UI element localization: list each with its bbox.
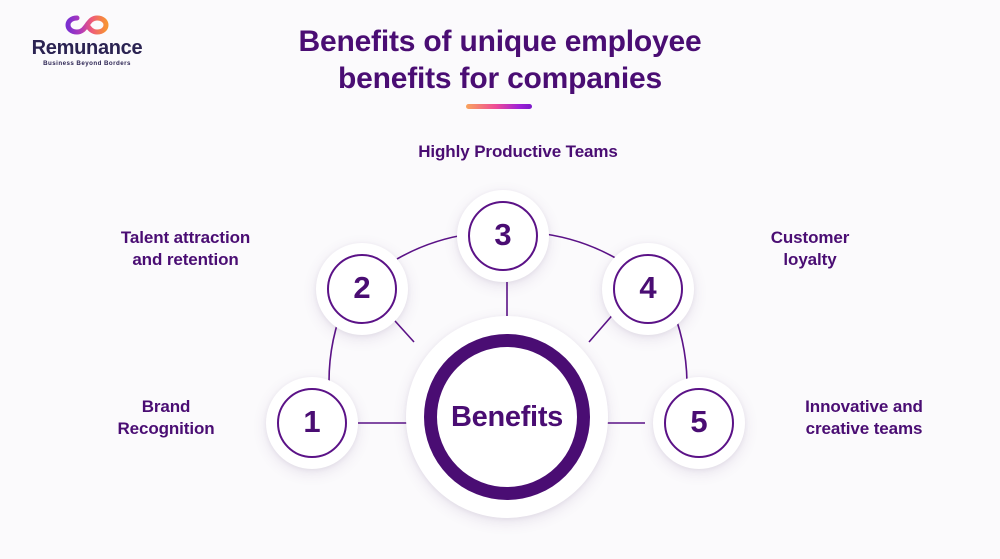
diagram-label-3: Highly Productive Teams <box>368 141 668 163</box>
brand-tagline: Business Beyond Borders <box>43 59 131 68</box>
diagram-label-1: Brand Recognition <box>70 396 262 440</box>
label-1-line-1: Brand <box>141 397 191 416</box>
diagram-node-1[interactable]: 1 <box>266 377 358 469</box>
diagram-label-2: Talent attraction and retention <box>78 227 293 271</box>
diagram-center-node[interactable]: Benefits <box>406 316 608 518</box>
diagram-node-3[interactable]: 3 <box>457 190 549 282</box>
node-1-number: 1 <box>277 388 347 458</box>
diagram-label-5: Innovative and creative teams <box>764 396 964 440</box>
diagram-node-5[interactable]: 5 <box>653 377 745 469</box>
infinity-icon <box>65 15 109 35</box>
diagram-node-2[interactable]: 2 <box>316 243 408 335</box>
node-4-number: 4 <box>613 254 683 324</box>
label-4-line-1: Customer <box>770 228 850 247</box>
node-3-number: 3 <box>468 201 538 271</box>
node-2-number: 2 <box>327 254 397 324</box>
label-5-line-1: Innovative and <box>805 397 923 416</box>
center-node-label: Benefits <box>424 334 590 500</box>
diagram-node-4[interactable]: 4 <box>602 243 694 335</box>
brand-logo[interactable]: Remunance Business Beyond Borders <box>22 14 152 67</box>
diagram-label-4: Customer loyalty <box>712 227 908 271</box>
label-4-line-2: loyalty <box>783 250 837 270</box>
page-title-line-1: Benefits of unique employee <box>298 25 702 58</box>
label-1-line-2: Recognition <box>117 419 215 439</box>
title-underline-accent <box>466 104 532 109</box>
page-title: Benefits of unique employee benefits for… <box>250 24 750 97</box>
brand-name: Remunance <box>31 37 143 59</box>
connector-3-4 <box>544 233 620 261</box>
page-title-line-2: benefits for companies <box>337 61 662 95</box>
label-2-line-2: and retention <box>132 250 239 270</box>
label-3-line-1: Highly Productive Teams <box>418 142 618 161</box>
node-5-number: 5 <box>664 388 734 458</box>
label-5-line-2: creative teams <box>805 419 923 439</box>
label-2-line-1: Talent attraction <box>120 228 251 247</box>
